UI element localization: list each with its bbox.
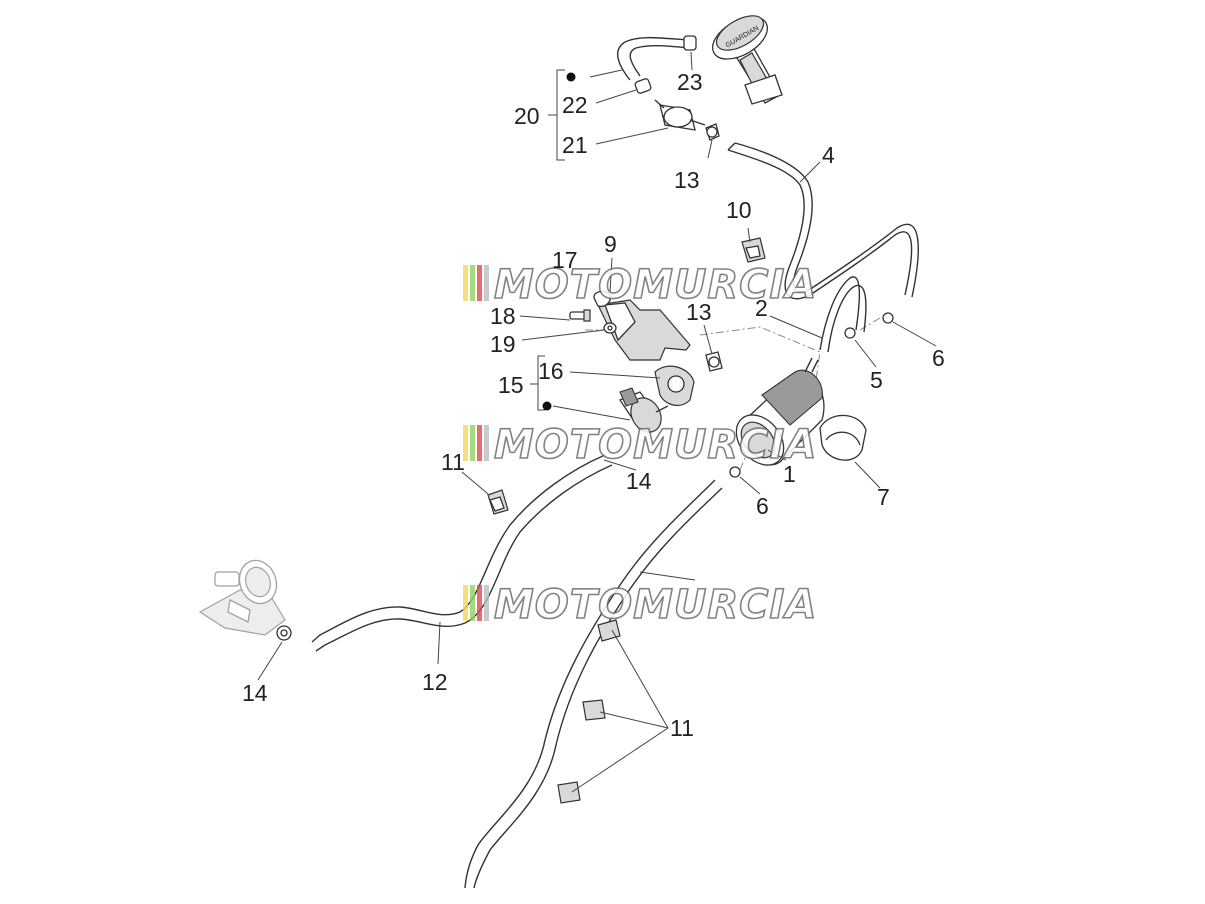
callout-6-a: 6 (932, 345, 945, 371)
hose-11-long (464, 479, 723, 889)
clip-11-b (597, 619, 621, 642)
watermark-text-1: MOTOMURCIA (494, 262, 817, 308)
callout-2: 2 (755, 295, 768, 321)
watermark-text-2: MOTOMURCIA (494, 422, 817, 468)
callout-14-b: 14 (242, 680, 268, 706)
watermark-1: MOTOMURCIA (463, 261, 817, 309)
callout-11-b: 11 (670, 715, 694, 741)
callout-12: 12 (422, 669, 448, 695)
clip-11-d (557, 781, 581, 804)
fuel-filler-cap: GUARDIAN (712, 15, 783, 105)
assembly-bracket-20 (548, 69, 576, 161)
callout-16: 16 (538, 358, 564, 384)
callout-19: 19 (490, 331, 516, 357)
callout-17: 17 (552, 247, 578, 273)
callout-1: 1 (783, 461, 796, 487)
rubber-holder-16 (654, 365, 695, 407)
o-rings (729, 312, 894, 478)
clip-11-c (582, 699, 606, 721)
callout-23: 23 (677, 69, 703, 95)
hose-2 (819, 276, 867, 353)
callout-7: 7 (877, 484, 890, 510)
hose-12 (311, 454, 613, 652)
callout-20: 20 (514, 103, 540, 129)
fitting-22 (634, 78, 652, 94)
callout-13-b: 13 (686, 299, 712, 325)
watermark-text-3: MOTOMURCIA (494, 582, 817, 628)
fitting-23 (683, 35, 697, 51)
callout-21: 21 (562, 132, 588, 158)
assembly-bracket-15 (530, 355, 552, 411)
callout-6-b: 6 (756, 493, 769, 519)
callout-9: 9 (604, 231, 617, 257)
watermark-3: MOTOMURCIA (463, 581, 817, 629)
check-valve-21 (654, 99, 706, 131)
washer-19 (603, 322, 617, 334)
leader-lines (257, 51, 937, 793)
clamp-13-top (705, 123, 720, 141)
clip-11-a (487, 489, 509, 515)
hose-20 (617, 36, 691, 81)
clip-10 (741, 237, 766, 263)
purge-valve-15 (619, 387, 669, 433)
throttle-body (198, 559, 286, 636)
callout-15: 15 (498, 372, 524, 398)
bolt-18 (569, 309, 591, 322)
callout-10: 10 (726, 197, 752, 223)
clip-17 (593, 290, 611, 308)
strap-7 (819, 414, 867, 461)
callout-18: 18 (490, 303, 516, 329)
clamp-13-mid (705, 351, 723, 372)
callout-labels: 1 2 4 5 6 6 7 9 10 11 11 12 13 13 14 14 … (242, 69, 945, 741)
callout-4: 4 (822, 142, 835, 168)
callout-14-a: 14 (626, 468, 652, 494)
callout-11-a: 11 (441, 449, 465, 475)
watermark-2: MOTOMURCIA (463, 421, 817, 469)
callout-13-a: 13 (674, 167, 700, 193)
clamp-14-bottom (276, 625, 292, 641)
callout-22: 22 (562, 92, 588, 118)
callout-5: 5 (870, 367, 883, 393)
